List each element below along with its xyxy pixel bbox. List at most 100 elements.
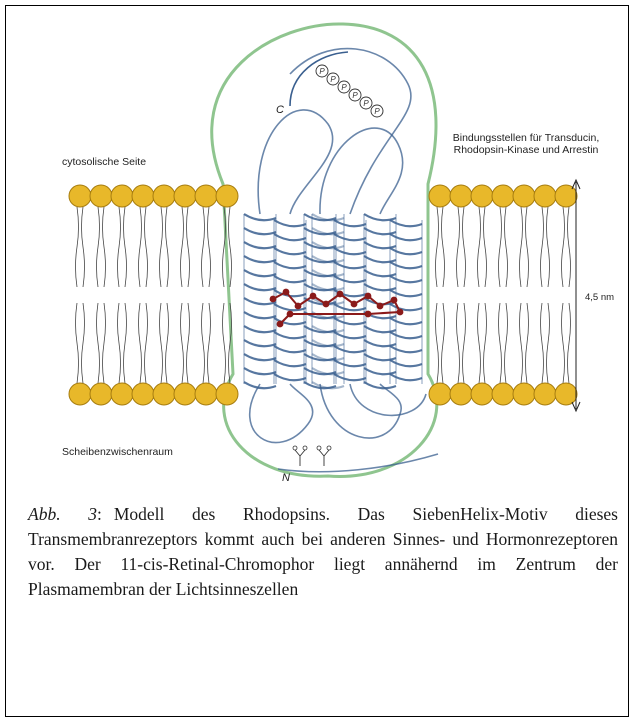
lipid-tail bbox=[208, 303, 211, 383]
lipid-head bbox=[153, 185, 175, 207]
retinal-atom bbox=[277, 321, 284, 328]
lipid-tail bbox=[568, 207, 571, 287]
lipid-head bbox=[90, 383, 112, 405]
lipid-tail bbox=[160, 303, 163, 383]
lipid-head bbox=[90, 185, 112, 207]
binding-sites-label: Bindungsstellen für Transducin, Rhodopsi… bbox=[441, 132, 611, 156]
lipid-tail bbox=[499, 303, 502, 383]
lipid-tail bbox=[547, 207, 550, 287]
figure-caption: Abb. 3:Modell des Rhodopsins. Das Sieben… bbox=[28, 502, 618, 602]
lipid-head bbox=[513, 383, 535, 405]
cytosolic-side-label: cytosolische Seite bbox=[62, 156, 146, 168]
lipid-tail bbox=[118, 303, 121, 383]
lipid-tail bbox=[82, 207, 85, 287]
retinal-atom bbox=[287, 311, 294, 318]
lipid-tail bbox=[442, 207, 445, 287]
lipid-tail bbox=[568, 303, 571, 383]
lipid-tail bbox=[484, 207, 487, 287]
lipid-head bbox=[513, 185, 535, 207]
lipid-tail bbox=[145, 207, 148, 287]
lipid-tail bbox=[124, 207, 127, 287]
lipid-tail bbox=[160, 207, 163, 287]
phosphate-label: P bbox=[319, 67, 325, 76]
lipid-tail bbox=[505, 303, 508, 383]
phosphate-label: P bbox=[330, 75, 336, 84]
retinal-atom bbox=[391, 297, 398, 304]
lipid-head bbox=[111, 185, 133, 207]
retinal-atom bbox=[351, 301, 358, 308]
lipid-head bbox=[555, 383, 577, 405]
phosphate-label: P bbox=[352, 91, 358, 100]
lipid-tail bbox=[463, 207, 466, 287]
lipid-head bbox=[450, 185, 472, 207]
lipid-head bbox=[132, 185, 154, 207]
retinal-atom bbox=[270, 296, 277, 303]
phosphate-label: P bbox=[363, 99, 369, 108]
caption-prefix: Abb. 3 bbox=[28, 504, 97, 524]
lipid-head bbox=[174, 185, 196, 207]
lipid-head bbox=[492, 383, 514, 405]
lipid-head bbox=[534, 185, 556, 207]
lipid-head bbox=[69, 185, 91, 207]
lipid-head bbox=[534, 383, 556, 405]
lipid-head bbox=[216, 383, 238, 405]
lipid-tail bbox=[97, 303, 100, 383]
protein-boundary bbox=[212, 24, 437, 476]
rhodopsin-figure: PPPPPP cytosolische Seite Bindungsstelle… bbox=[28, 14, 618, 484]
lipid-tail bbox=[520, 207, 523, 287]
lipid-tail bbox=[181, 207, 184, 287]
lipid-tail bbox=[208, 207, 211, 287]
lipid-head bbox=[111, 383, 133, 405]
lipid-tail bbox=[103, 207, 106, 287]
lipid-tail bbox=[436, 303, 439, 383]
lipid-tail bbox=[484, 303, 487, 383]
lipid-head bbox=[555, 185, 577, 207]
retinal-atom bbox=[310, 293, 317, 300]
lipid-tail bbox=[499, 207, 502, 287]
lipid-tail bbox=[82, 303, 85, 383]
lipid-tail bbox=[118, 207, 121, 287]
intradisc-space-label: Scheibenzwischenraum bbox=[62, 446, 173, 458]
phosphate-label: P bbox=[374, 107, 380, 116]
lipid-head bbox=[429, 185, 451, 207]
retinal-atom bbox=[397, 309, 404, 316]
rhodopsin-diagram: PPPPPP bbox=[28, 14, 618, 484]
lipid-head bbox=[132, 383, 154, 405]
lipid-head bbox=[450, 383, 472, 405]
lipid-tail bbox=[541, 303, 544, 383]
c-terminus-label: C bbox=[276, 104, 284, 116]
retinal-atom bbox=[337, 291, 344, 298]
lipid-tail bbox=[187, 207, 190, 287]
lipid-head bbox=[174, 383, 196, 405]
lipid-tail bbox=[547, 303, 550, 383]
retinal-atom bbox=[295, 303, 302, 310]
lipid-tail bbox=[223, 303, 226, 383]
lipid-tail bbox=[187, 303, 190, 383]
lipid-head bbox=[195, 185, 217, 207]
retinal-atom bbox=[283, 289, 290, 296]
lipid-head bbox=[429, 383, 451, 405]
lipid-tail bbox=[139, 303, 142, 383]
lipid-tail bbox=[442, 303, 445, 383]
lipid-head bbox=[471, 383, 493, 405]
caption-text: Modell des Rhodopsins. Das SiebenHelix-M… bbox=[28, 504, 618, 599]
lipid-tail bbox=[166, 207, 169, 287]
lipid-tail bbox=[457, 207, 460, 287]
lipid-bilayer-right bbox=[429, 185, 577, 405]
lipid-tail bbox=[526, 207, 529, 287]
lipid-tail bbox=[520, 303, 523, 383]
retinal-atom bbox=[377, 303, 384, 310]
lipid-bilayer-left bbox=[69, 185, 238, 405]
lipid-tail bbox=[478, 207, 481, 287]
lipid-head bbox=[471, 185, 493, 207]
phosphate-label: P bbox=[341, 83, 347, 92]
retinal-atom bbox=[365, 293, 372, 300]
protein-outline bbox=[212, 24, 437, 476]
lipid-tail bbox=[562, 207, 565, 287]
membrane-thickness-label: 4,5 nm bbox=[585, 292, 614, 304]
lipid-head bbox=[492, 185, 514, 207]
retinal-atom bbox=[323, 301, 330, 308]
lipid-tail bbox=[166, 303, 169, 383]
lipid-tail bbox=[145, 303, 148, 383]
lipid-tail bbox=[139, 207, 142, 287]
